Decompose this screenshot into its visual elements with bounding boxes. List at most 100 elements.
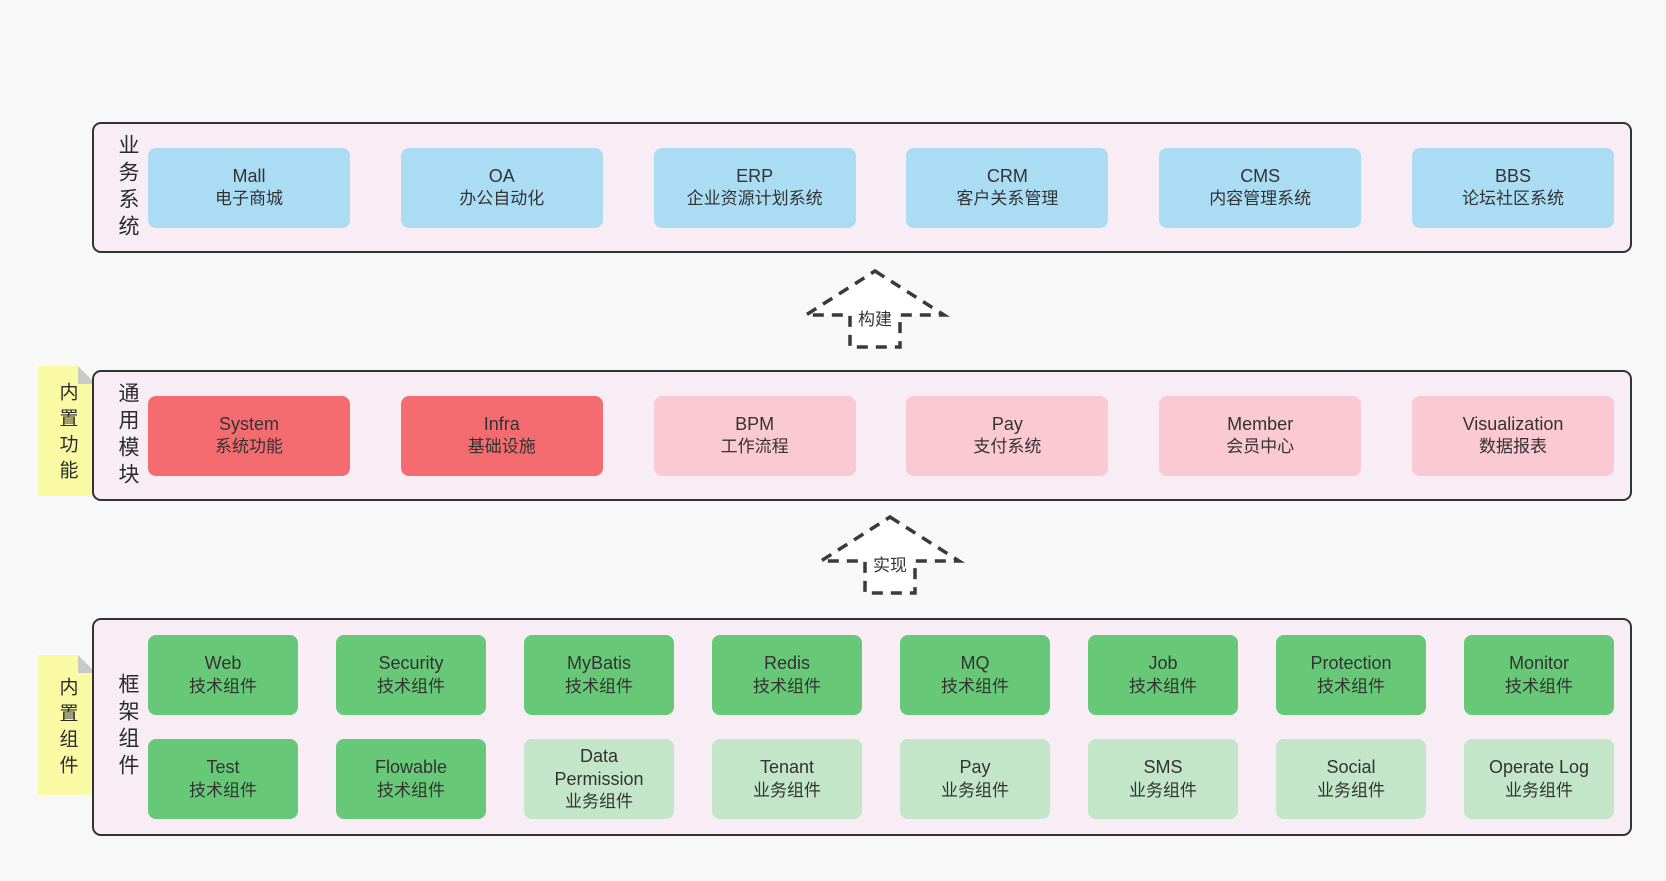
box-subtitle: 论坛社区系统 xyxy=(1461,189,1564,209)
box-subtitle: 电子商城 xyxy=(215,189,283,209)
box-subtitle: 基础设施 xyxy=(467,437,536,457)
box-title: Operate Log xyxy=(1488,757,1590,778)
box-title: Data Permission xyxy=(554,745,644,789)
implement-arrow: 实现 xyxy=(815,514,965,595)
box-crm: CRM 客户关系管理 xyxy=(906,147,1109,228)
box-sms: SMS 业务组件 xyxy=(1088,739,1238,819)
box-bbs: BBS 论坛社区系统 xyxy=(1411,147,1614,228)
business-systems-section: 业务系统 Mall 电子商城 OA 办公自动化 ERP 企业资源计划系统 CRM… xyxy=(92,122,1632,253)
sticky-label: 内置组件 xyxy=(56,677,78,781)
box-protection: Protection 技术组件 xyxy=(1276,635,1426,715)
box-mall: Mall 电子商城 xyxy=(148,147,350,228)
sticky-note-builtin-features: 内置功能 xyxy=(38,366,96,496)
box-infra: Infra 基础设施 xyxy=(400,395,603,476)
section-label-business: 业务系统 xyxy=(116,133,139,242)
box-test: Test 技术组件 xyxy=(148,739,298,819)
section-label-modules: 通用模块 xyxy=(116,381,139,490)
sticky-note-builtin-components: 内置组件 xyxy=(38,655,96,795)
framework-components-section: 框架组件 Web 技术组件 Security 技术组件 MyBatis 技术组件… xyxy=(92,618,1632,836)
box-subtitle: 业务组件 xyxy=(1129,780,1197,800)
box-subtitle: 系统功能 xyxy=(215,437,283,457)
box-subtitle: 技术组件 xyxy=(1505,676,1573,696)
box-mybatis: MyBatis 技术组件 xyxy=(524,635,674,715)
box-security: Security 技术组件 xyxy=(336,635,486,715)
modules-boxes-row: System 系统功能 Infra 基础设施 BPM 工作流程 Pay 支付系统… xyxy=(148,372,1614,499)
common-modules-section: 通用模块 System 系统功能 Infra 基础设施 BPM 工作流程 Pay… xyxy=(92,370,1632,501)
box-tenant: Tenant 业务组件 xyxy=(712,739,862,819)
box-title: Member xyxy=(1227,413,1294,434)
box-subtitle: 业务组件 xyxy=(565,792,633,812)
box-title: Mall xyxy=(232,165,266,186)
box-title: SMS xyxy=(1143,757,1183,778)
box-subtitle: 企业资源计划系统 xyxy=(686,189,823,209)
box-title: Redis xyxy=(763,653,811,674)
box-subtitle: 会员中心 xyxy=(1226,437,1295,457)
box-job: Job 技术组件 xyxy=(1088,635,1238,715)
sticky-label: 内置功能 xyxy=(56,382,78,486)
box-title: Social xyxy=(1326,757,1376,778)
box-title: Security xyxy=(378,653,444,674)
box-subtitle: 技术组件 xyxy=(377,676,445,696)
box-subtitle: 内容管理系统 xyxy=(1209,189,1312,209)
box-subtitle: 支付系统 xyxy=(973,437,1042,457)
box-title: CRM xyxy=(986,165,1028,186)
box-title: Job xyxy=(1148,653,1178,674)
box-bpm: BPM 工作流程 xyxy=(653,395,856,476)
box-title: MyBatis xyxy=(566,653,631,674)
business-boxes-row: Mall 电子商城 OA 办公自动化 ERP 企业资源计划系统 CRM 客户关系… xyxy=(148,124,1614,251)
box-member: Member 会员中心 xyxy=(1159,395,1362,476)
box-title: Pay xyxy=(959,757,991,778)
box-mq: MQ 技术组件 xyxy=(900,635,1050,715)
box-oa: OA 办公自动化 xyxy=(400,147,603,228)
box-title: BPM xyxy=(735,413,775,434)
box-visualization: Visualization 数据报表 xyxy=(1411,395,1614,476)
box-subtitle: 业务组件 xyxy=(1505,780,1573,800)
box-social: Social 业务组件 xyxy=(1276,739,1426,819)
box-title: MQ xyxy=(960,653,990,674)
box-subtitle: 技术组件 xyxy=(941,676,1009,696)
box-subtitle: 业务组件 xyxy=(753,780,821,800)
arrow-label-backing xyxy=(852,306,898,330)
box-cms: CMS 内容管理系统 xyxy=(1159,147,1362,228)
box-title: Web xyxy=(204,653,242,674)
arrow-label: 构建 xyxy=(858,310,892,329)
box-subtitle: 客户关系管理 xyxy=(956,189,1059,209)
box-subtitle: 业务组件 xyxy=(941,780,1009,800)
box-system: System 系统功能 xyxy=(148,395,350,476)
box-title: Test xyxy=(206,757,240,778)
box-subtitle: 技术组件 xyxy=(1317,676,1385,696)
box-flowable: Flowable 技术组件 xyxy=(336,739,486,819)
arrow-label-backing xyxy=(867,552,913,576)
box-redis: Redis 技术组件 xyxy=(712,635,862,715)
box-data-permission: Data Permission 业务组件 xyxy=(524,739,674,819)
box-title: Infra xyxy=(483,413,520,434)
components-row-2: Test 技术组件 Flowable 技术组件 Data Permission … xyxy=(148,739,1614,819)
box-subtitle: 技术组件 xyxy=(377,780,445,800)
box-monitor: Monitor 技术组件 xyxy=(1464,635,1614,715)
arrow-label: 实现 xyxy=(873,556,907,575)
box-web: Web 技术组件 xyxy=(148,635,298,715)
components-boxes-grid: Web 技术组件 Security 技术组件 MyBatis 技术组件 Redi… xyxy=(148,620,1614,834)
box-subtitle: 工作流程 xyxy=(720,437,789,457)
components-row-1: Web 技术组件 Security 技术组件 MyBatis 技术组件 Redi… xyxy=(148,635,1614,715)
box-pay-business: Pay 业务组件 xyxy=(900,739,1050,819)
box-title: Pay xyxy=(991,413,1023,434)
box-subtitle: 业务组件 xyxy=(1317,780,1385,800)
build-arrow: 构建 xyxy=(800,268,950,349)
box-subtitle: 技术组件 xyxy=(189,676,257,696)
box-subtitle: 技术组件 xyxy=(189,780,257,800)
box-title: Visualization xyxy=(1462,413,1564,434)
box-title: ERP xyxy=(736,165,774,186)
box-subtitle: 办公自动化 xyxy=(459,189,545,209)
box-title: OA xyxy=(488,165,515,186)
box-title: Tenant xyxy=(759,757,815,778)
box-title: System xyxy=(218,413,279,434)
box-subtitle: 数据报表 xyxy=(1478,437,1547,457)
box-pay: Pay 支付系统 xyxy=(906,395,1109,476)
box-title: Protection xyxy=(1310,653,1392,674)
box-subtitle: 技术组件 xyxy=(753,676,821,696)
box-title: CMS xyxy=(1240,165,1281,186)
box-title: Flowable xyxy=(374,757,448,778)
box-title: BBS xyxy=(1494,165,1531,186)
box-subtitle: 技术组件 xyxy=(1129,676,1197,696)
